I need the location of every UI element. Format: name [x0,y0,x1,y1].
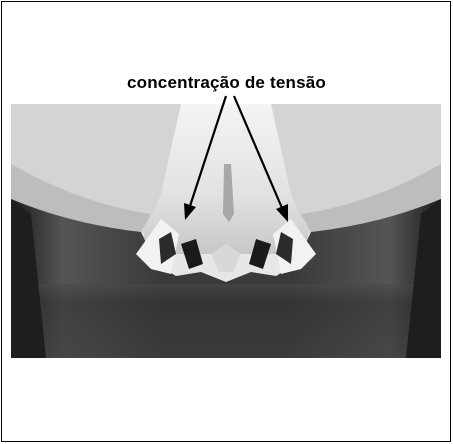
arrow-right-head [276,204,288,222]
arrow-right-line [234,96,282,208]
arrow-left-line [190,96,226,206]
arrow-left-head [184,203,196,220]
